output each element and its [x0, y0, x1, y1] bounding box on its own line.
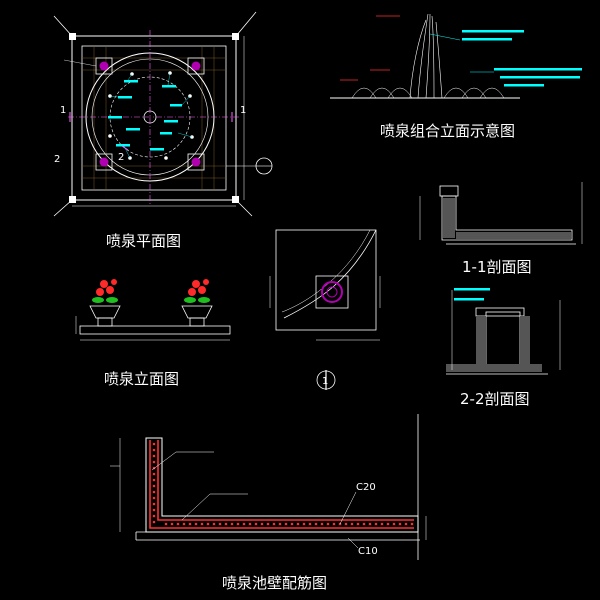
rebar-dot: [176, 522, 180, 526]
fountain-elevation: 喷泉立面图: [75, 279, 231, 388]
elevation-title: 喷泉立面图: [104, 370, 179, 388]
rebar-dot: [206, 522, 210, 526]
rebar-dot: [302, 522, 306, 526]
rebar-dot: [296, 522, 300, 526]
rebar-dot: [266, 522, 270, 526]
rebar-dot: [398, 522, 402, 526]
planter-left: [89, 279, 121, 327]
detail-1: 1: [269, 229, 381, 390]
section-mark-1-right: 1: [240, 105, 246, 116]
rebar-dot: [410, 522, 414, 526]
rebar-dot: [290, 522, 294, 526]
rebar-dot: [152, 496, 156, 500]
rebar-dot: [254, 522, 258, 526]
rebar-dot: [356, 522, 360, 526]
rebar-dot: [152, 442, 156, 446]
rebar-dot: [230, 522, 234, 526]
rebar-dot: [194, 522, 198, 526]
rebar-dot: [404, 522, 408, 526]
section-2-2-title: 2-2剖面图: [460, 390, 530, 408]
rebar-dot: [272, 522, 276, 526]
wall-rebar-detail: C20 C10 喷泉池壁配筋图: [110, 414, 427, 592]
rebar-dot: [152, 472, 156, 476]
rebar-dots: [152, 442, 414, 526]
section-1-1-title: 1-1剖面图: [462, 258, 532, 276]
rebar-dot: [260, 522, 264, 526]
planter-right: [181, 279, 213, 327]
rebar-dot: [152, 484, 156, 488]
rebar-dot: [392, 522, 396, 526]
rebar-dot: [152, 490, 156, 494]
section-mark-1-left: 1: [60, 105, 66, 116]
rebar-dot: [152, 520, 156, 524]
rebar-dot: [386, 522, 390, 526]
rebar-dot: [152, 514, 156, 518]
rebar-dot: [236, 522, 240, 526]
rebar-dot: [242, 522, 246, 526]
detail-mark: 1: [322, 376, 328, 387]
rebar-dot: [152, 478, 156, 482]
section-mark-2-left: 2: [54, 154, 60, 165]
rebar-dot: [188, 522, 192, 526]
rebar-dot: [326, 522, 330, 526]
rebar-dot: [152, 448, 156, 452]
section-mark-2-inner: 2: [118, 152, 124, 163]
rebar-dot: [152, 460, 156, 464]
rebar-dot: [374, 522, 378, 526]
rebar-dot: [182, 522, 186, 526]
rebar-dot: [284, 522, 288, 526]
rebar-dot: [200, 522, 204, 526]
rebar-dot: [308, 522, 312, 526]
rebar-dot: [152, 508, 156, 512]
rebar-dot: [278, 522, 282, 526]
rebar-dot: [170, 522, 174, 526]
rebar-dot: [152, 466, 156, 470]
rebar-dot: [362, 522, 366, 526]
rebar-dot: [368, 522, 372, 526]
combo-elevation-title: 喷泉组合立面示意图: [380, 122, 515, 140]
rebar-dot: [152, 502, 156, 506]
concrete-grade-c10: C10: [358, 546, 378, 557]
fountain-plan: 1 1 2 2 喷泉平面图: [53, 11, 273, 250]
section-1-1: 1-1剖面图: [419, 182, 583, 276]
fountain-combo-elevation: 喷泉组合立面示意图: [330, 13, 582, 140]
rebar-dot: [344, 522, 348, 526]
plan-title: 喷泉平面图: [106, 232, 181, 250]
rebar-dot: [224, 522, 228, 526]
rebar-dot: [332, 522, 336, 526]
rebar-dot: [314, 522, 318, 526]
rebar-dot: [380, 522, 384, 526]
rebar-dot: [350, 522, 354, 526]
concrete-grade-c20: C20: [356, 482, 376, 493]
rebar-dot: [212, 522, 216, 526]
rebar-dot: [248, 522, 252, 526]
section-2-2: 2-2剖面图: [446, 288, 561, 408]
wall-rebar-title: 喷泉池壁配筋图: [222, 574, 327, 592]
rebar-dot: [152, 454, 156, 458]
rebar-dot: [164, 522, 168, 526]
rebar-dot: [320, 522, 324, 526]
rebar-dot: [218, 522, 222, 526]
